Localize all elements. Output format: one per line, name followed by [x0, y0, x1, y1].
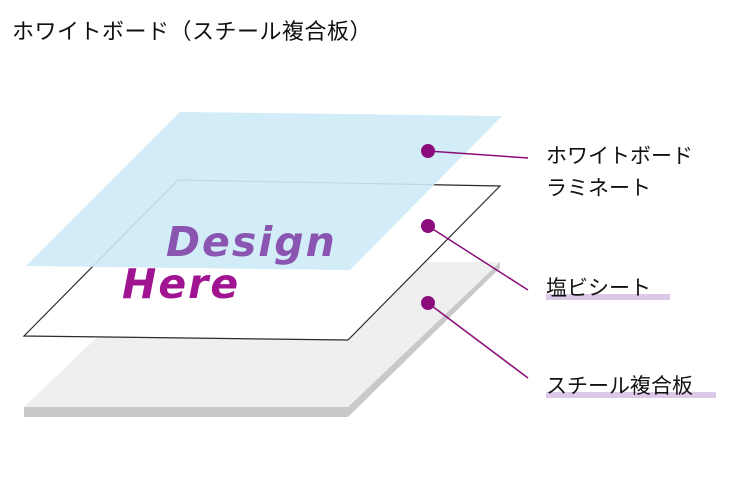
label-whiteboard-line1: ホワイトボード	[546, 144, 693, 168]
whiteboard-laminate-layer	[26, 112, 502, 270]
label-underline-middle	[546, 294, 670, 300]
label-whiteboard-line2: ラミネート	[546, 176, 651, 200]
callout-line-bottom	[427, 302, 529, 379]
callout-dot-middle	[421, 219, 435, 233]
callout-dot-bottom	[421, 296, 435, 310]
callout-line-top	[427, 150, 529, 159]
label-pvc-sheet: 塩ビシート	[546, 276, 651, 300]
page-title: ホワイトボード（スチール複合板）	[12, 20, 373, 45]
label-whiteboard-laminate: ホワイトボード ラミネート	[546, 140, 693, 204]
callout-middle	[421, 219, 529, 291]
callout-line-middle	[427, 225, 529, 291]
label-underline-bottom	[546, 392, 716, 398]
callout-bottom	[421, 296, 529, 379]
label-steel-composite: スチール複合板	[546, 374, 693, 398]
callout-top	[421, 144, 529, 159]
steel-layer-edge	[24, 262, 500, 417]
artwork-design-text: Design	[166, 218, 337, 266]
callout-dot-top	[421, 144, 435, 158]
